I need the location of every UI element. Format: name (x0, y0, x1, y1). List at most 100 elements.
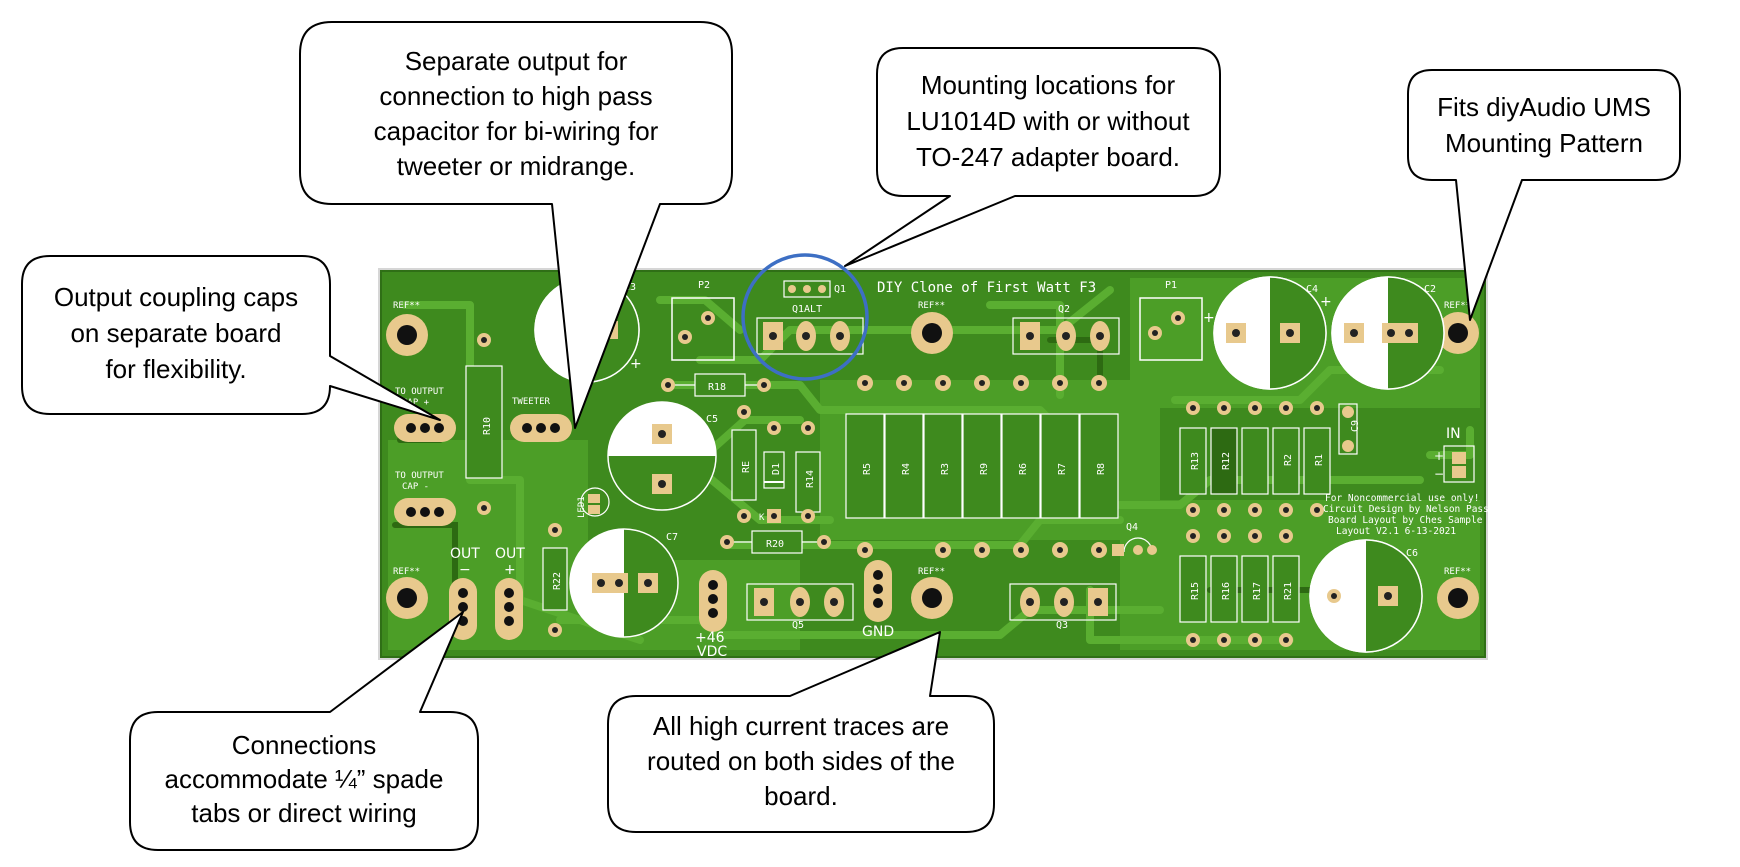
resistor-r11 (1241, 401, 1269, 517)
trace (1426, 426, 1474, 459)
callout-separate-output-line2: connection to high pass (379, 81, 652, 111)
resistor-bank-right-top: R13 R12 R2 R (1179, 401, 1361, 517)
tweeter-connector: TWEETER (510, 397, 572, 442)
callout-coupling-line2: on separate board (70, 318, 281, 348)
callout-high-current-line3: board. (764, 781, 838, 811)
board-info-block: For Noncommercial use only! Circuit Desi… (1323, 493, 1489, 537)
info-line-3: Board Layout by Ches Sample (1328, 515, 1483, 526)
callout-coupling-line1: Output coupling caps (54, 282, 298, 312)
callout-mounting-line2: LU1014D with or without (906, 106, 1190, 136)
output-cap-plus-line1: TO OUTPUT (395, 387, 444, 397)
resistor-r7: R7 (1040, 375, 1080, 558)
capacitor-c4: C4 + (1203, 276, 1327, 390)
led-led1: LED1 (577, 487, 610, 518)
input-plus-label: + (1434, 449, 1444, 463)
label-r15: R15 (1190, 582, 1201, 600)
label-r2: R2 (1283, 454, 1294, 466)
ref-label: REF** (393, 567, 420, 577)
resistor-r22: R22 (542, 523, 568, 637)
label-r12: R12 (1221, 452, 1232, 470)
transistor-q3: Q3 (1009, 583, 1117, 631)
diode-d1: D1 K (759, 421, 785, 523)
out-plus-label: OUT (495, 546, 525, 562)
info-line-1: For Noncommercial use only! (1325, 493, 1479, 504)
callout-high-current-line1: All high current traces are (653, 711, 949, 741)
info-line-2: Circuit Design by Nelson Pass (1323, 504, 1489, 515)
resistor-r1: R1 (1303, 401, 1331, 517)
supply-vdc-label: VDC (697, 644, 727, 660)
gnd-label: GND (862, 624, 894, 640)
ref-label: REF** (918, 567, 945, 577)
transistor-q1: Q1 Q1ALT (756, 280, 864, 355)
out-minus-sign: − (459, 562, 471, 578)
callout-connections-line1: Connections (232, 730, 377, 760)
label-r17: R17 (1252, 582, 1263, 600)
ref-label: REF** (918, 301, 945, 311)
q1-highlight-ring (741, 253, 869, 381)
resistor-r14: R14 (795, 421, 821, 523)
transistor-q5: Q5 (746, 583, 854, 631)
trimmer-p2: P2 (671, 280, 735, 361)
capacitor-c6: C6 (1309, 539, 1423, 653)
resistor-r10: R10 (465, 333, 503, 515)
output-cap-plus-line2: CAP + (402, 398, 430, 408)
trace (656, 296, 744, 334)
mounting-hole-top-center (911, 312, 953, 354)
resistor-r2: R2 (1272, 401, 1300, 517)
copper-traces (401, 286, 1474, 644)
callout-high-current-line2: routed on both sides of the (647, 746, 955, 776)
label-p2: P2 (698, 280, 710, 291)
label-r10: R10 (482, 417, 493, 435)
resistor-r9: R9 (962, 375, 1002, 558)
capacitor-c9: C9 (1338, 403, 1361, 455)
callout-mounting-line3: TO-247 adapter board. (916, 142, 1180, 172)
output-cap-minus-connector: TO OUTPUT CAP - (394, 471, 456, 526)
label-r16: R16 (1221, 582, 1232, 600)
output-cap-plus-connector: TO OUTPUT CAP + (394, 387, 456, 442)
trace (696, 286, 1114, 364)
callout-high-current: All high current traces are routed on bo… (607, 631, 995, 833)
label-r8: R8 (1096, 463, 1107, 475)
polarity-mark: + (1203, 310, 1215, 326)
callout-coupling-line3: for flexibility. (105, 354, 246, 384)
label-r3: R3 (940, 463, 951, 475)
supply-voltage-label: +46 (695, 630, 725, 646)
label-r4: R4 (901, 463, 912, 475)
out-plus-connector: OUT + (495, 546, 525, 640)
mounting-hole-bottom-left (386, 577, 428, 619)
polarity-mark: + (630, 356, 642, 372)
ref-label: REF** (1444, 567, 1471, 577)
callout-fits-ums: Fits diyAudio UMS Mounting Pattern (1407, 69, 1681, 321)
ref-label: REF** (393, 301, 420, 311)
label-q4: Q4 (1126, 522, 1138, 533)
resistor-r8: R8 (1079, 375, 1119, 558)
resistor-re: RE (731, 405, 757, 523)
mounting-hole-bottom-center (911, 577, 953, 619)
label-q1alt: Q1ALT (792, 304, 822, 315)
callout-separate-output-line1: Separate output for (405, 46, 628, 76)
resistor-r6: R6 (1001, 375, 1041, 558)
callout-separate-output-line4: tweeter or midrange. (397, 151, 635, 181)
callout-connections-line3: tabs or direct wiring (191, 798, 416, 828)
label-r21: R21 (1283, 582, 1294, 600)
mounting-hole-bottom-right (1437, 577, 1479, 619)
label-c4: C4 (1306, 284, 1318, 295)
label-r14: R14 (805, 470, 816, 488)
board-title: DIY Clone of First Watt F3 (877, 280, 1096, 296)
supply-connector: +46 VDC (695, 570, 727, 660)
label-r1: R1 (1314, 454, 1325, 466)
resistor-r17: R17 (1241, 529, 1269, 647)
label-led1: LED1 (577, 496, 587, 518)
trimmer-p1: P1 (1139, 280, 1203, 361)
label-c3: C3 (624, 282, 636, 293)
mounting-hole-top-right (1437, 312, 1479, 354)
out-minus-label: OUT (450, 546, 480, 562)
power-resistor-bank: R5 R4 R3 R9 R (845, 375, 1119, 558)
tweeter-label: TWEETER (512, 397, 551, 407)
label-r6: R6 (1018, 463, 1029, 475)
mounting-hole-top-left (386, 314, 428, 356)
transistor-q4: Q4 (1112, 522, 1157, 556)
resistor-r21: R21 (1272, 529, 1300, 647)
gnd-connector: GND (862, 560, 894, 640)
label-r20: R20 (766, 539, 784, 550)
